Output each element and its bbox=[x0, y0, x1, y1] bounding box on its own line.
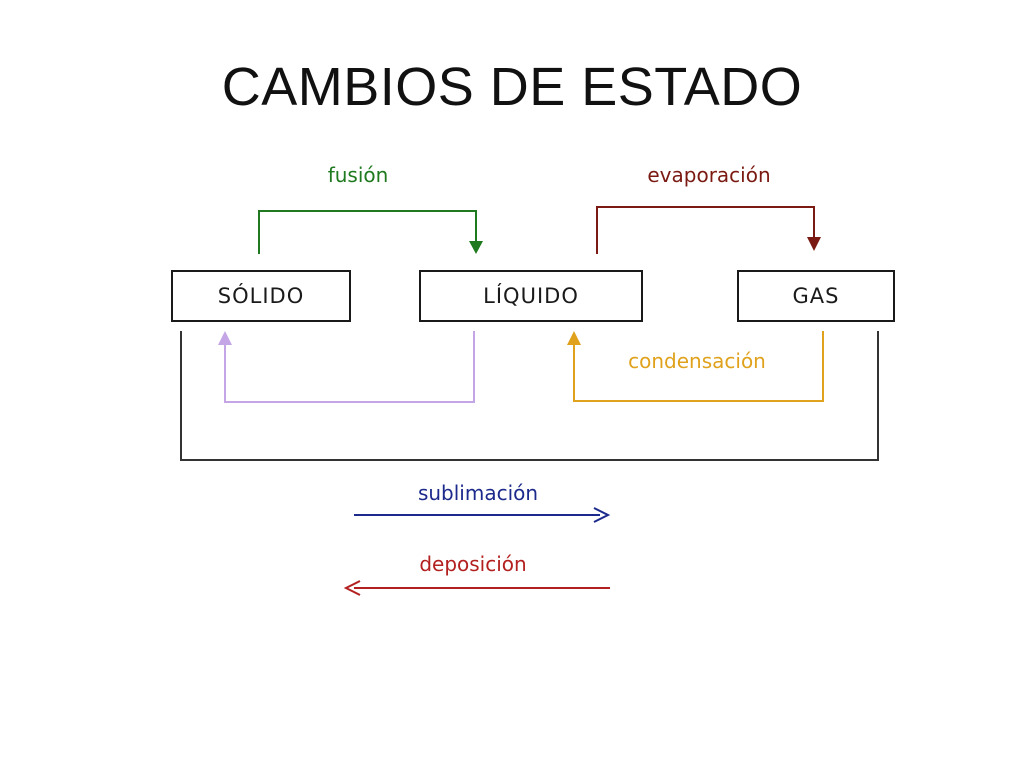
gas-box: GAS bbox=[737, 270, 895, 322]
evaporation-arrow bbox=[596, 206, 821, 254]
gas-label: GAS bbox=[793, 284, 840, 308]
sublimation-arrow bbox=[354, 507, 611, 523]
solid-label: SÓLIDO bbox=[218, 283, 304, 308]
slide-title: CAMBIOS DE ESTADO bbox=[221, 57, 803, 117]
sublimation-label: sublimación bbox=[418, 481, 538, 505]
liquid-label: LÍQUIDO bbox=[483, 283, 579, 308]
deposition-label: deposición bbox=[419, 552, 526, 576]
condensation-label: condensación bbox=[628, 349, 766, 373]
fusion-label: fusión bbox=[328, 163, 389, 187]
evaporation-label: evaporación bbox=[647, 163, 770, 187]
solid-box: SÓLIDO bbox=[171, 270, 351, 322]
liquid-box: LÍQUIDO bbox=[419, 270, 643, 322]
sublimation-deposition-connector bbox=[180, 331, 879, 461]
fusion-arrow bbox=[258, 210, 483, 254]
deposition-arrow bbox=[343, 580, 610, 596]
solidification-arrow bbox=[218, 331, 475, 403]
condensation-arrow bbox=[567, 331, 824, 402]
